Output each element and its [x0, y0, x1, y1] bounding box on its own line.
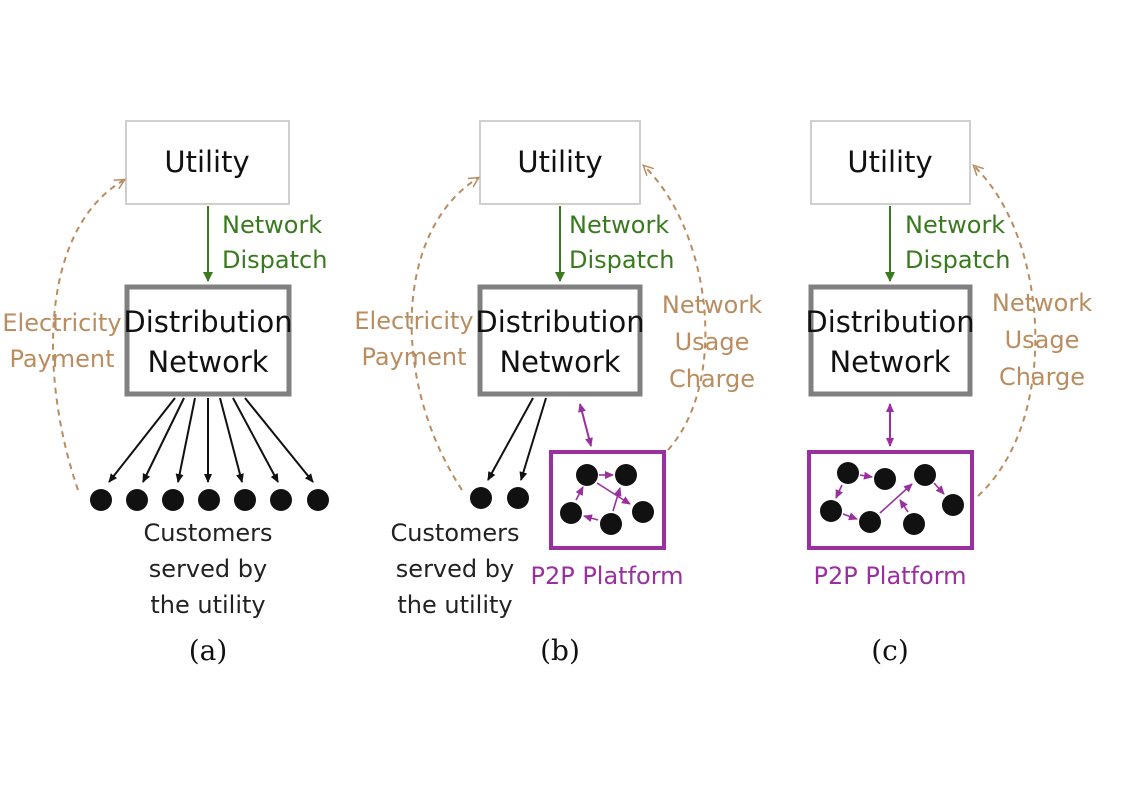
distribution-network-label: Network [829, 345, 950, 379]
electricity-payment-label: Electricity [354, 307, 473, 335]
panel-c: Utility Network Dispatch Distribution Ne… [805, 120, 1092, 667]
distribution-network-label: Network [499, 345, 620, 379]
peer-trade-arrows [835, 471, 945, 521]
network-usage-charge-arrow [974, 166, 1037, 497]
panel-caption: (c) [871, 634, 909, 667]
distribution-network-label: Distribution [475, 305, 644, 339]
distribution-network-box [808, 284, 973, 397]
electricity-payment-label: Electricity [2, 309, 121, 337]
electricity-payment-label: Payment [9, 345, 114, 373]
customers-label: the utility [150, 591, 265, 619]
electricity-payment-arrow [410, 178, 478, 491]
network-usage-charge-label: Charge [999, 363, 1085, 391]
electricity-payment-label: Payment [361, 343, 466, 371]
network-dispatch-label: Dispatch [569, 246, 674, 274]
panel-caption: (b) [540, 634, 580, 667]
network-dispatch-label: Network [905, 211, 1005, 239]
distribution-network-box [124, 284, 292, 397]
network-dispatch-label: Network [222, 211, 322, 239]
peer-nodes [820, 462, 964, 535]
utility-label: Utility [847, 145, 932, 179]
network-usage-charge-label: Network [662, 291, 762, 319]
customer-nodes [470, 487, 529, 509]
customers-label: Customers [143, 519, 272, 547]
network-dispatch-label: Network [569, 211, 669, 239]
panel-a: Utility Network Dispatch Distribution Ne… [2, 120, 329, 667]
platform-link-arrow [578, 403, 593, 447]
utility-box [810, 120, 971, 205]
utility-box [125, 120, 290, 205]
customers-label: the utility [397, 591, 512, 619]
network-usage-charge-label: Charge [669, 365, 755, 393]
network-usage-charge-label: Network [992, 289, 1092, 317]
p2p-platform-label: P2P Platform [813, 562, 966, 590]
customers-label: served by [149, 555, 267, 583]
distribution-network-label: Network [147, 345, 268, 379]
network-dispatch-label: Dispatch [905, 246, 1010, 274]
network-usage-charge-label: Usage [1005, 326, 1080, 354]
distribution-network-box [477, 284, 643, 397]
supply-arrows [487, 397, 547, 481]
utility-box [479, 120, 641, 205]
customers-label: served by [396, 555, 514, 583]
p2p-platform-label: P2P Platform [530, 562, 683, 590]
customers-label: Customers [390, 519, 519, 547]
network-dispatch-label: Dispatch [222, 246, 327, 274]
peer-trade-arrows [575, 471, 631, 523]
panel-caption: (a) [189, 634, 228, 667]
electricity-payment-arrow [52, 180, 124, 491]
distribution-network-label: Distribution [805, 305, 974, 339]
panel-b: Utility Network Dispatch Distribution Ne… [354, 120, 762, 667]
network-usage-charge-arrow [644, 166, 707, 451]
supply-arrows [108, 397, 314, 483]
distribution-network-label: Distribution [123, 305, 292, 339]
utility-label: Utility [517, 145, 602, 179]
utility-label: Utility [164, 145, 249, 179]
network-usage-charge-label: Usage [675, 328, 750, 356]
customer-nodes [90, 489, 329, 511]
peer-nodes [560, 464, 654, 535]
